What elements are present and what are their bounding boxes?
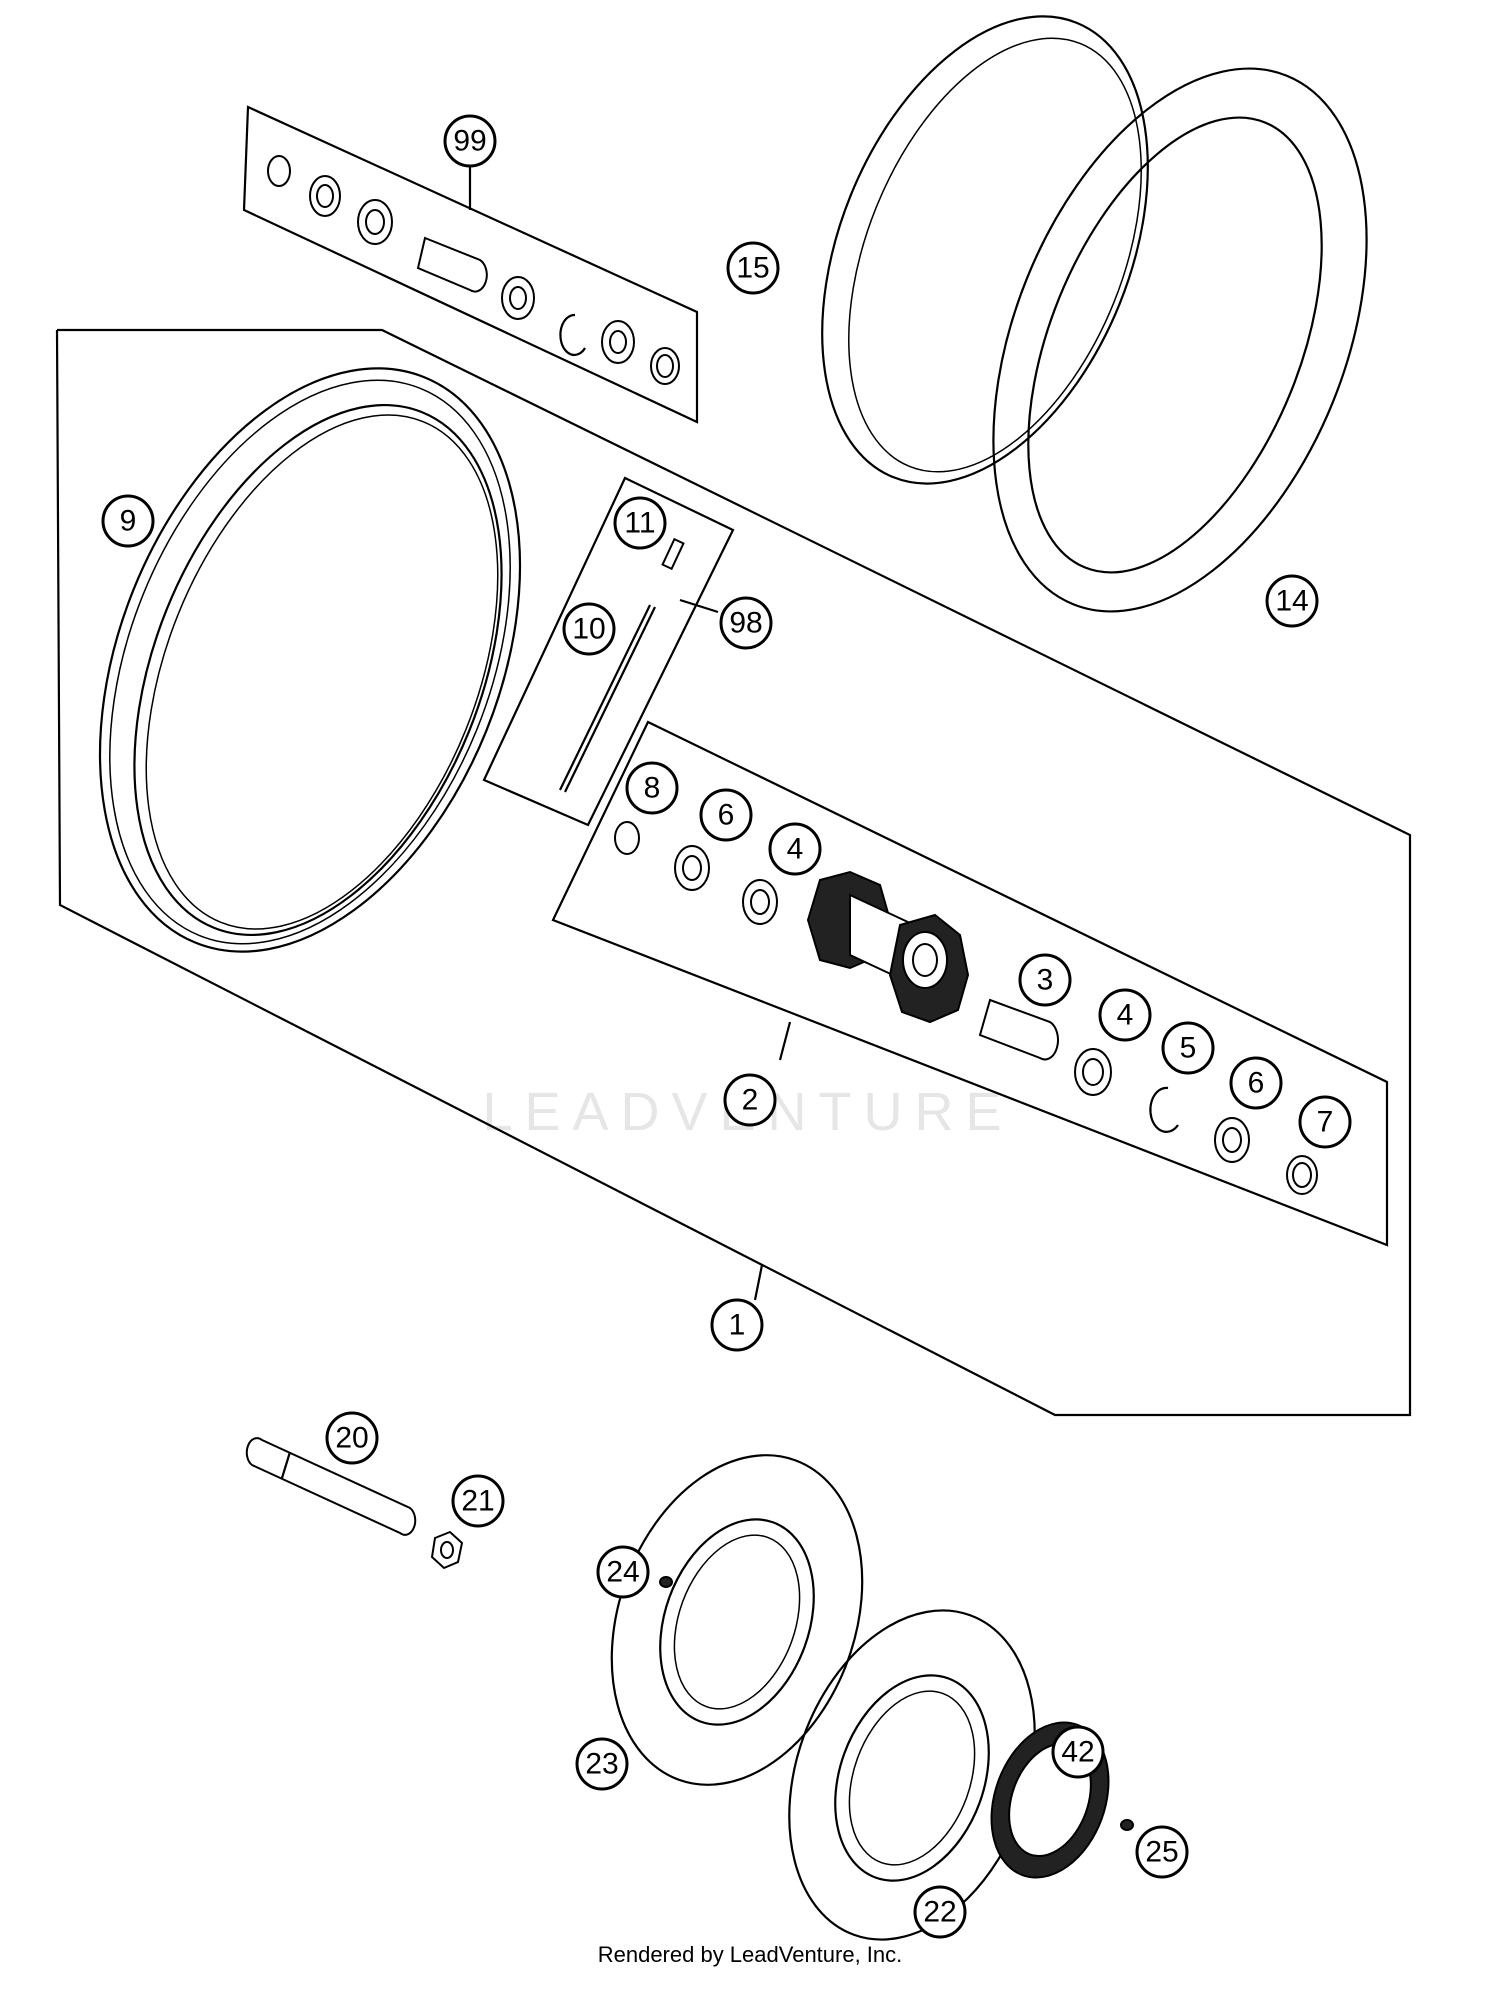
svg-text:2: 2 [742, 1084, 759, 1117]
spoke-kit-98-panel [482, 476, 735, 827]
callout-20: 20 [325, 1411, 379, 1465]
svg-text:99: 99 [453, 125, 486, 158]
callout-25: 25 [1135, 1825, 1189, 1879]
svg-text:10: 10 [572, 613, 605, 646]
callout-99: 99 [443, 114, 497, 168]
footer-credit: Rendered by LeadVenture, Inc. [597, 1942, 903, 1967]
svg-text:98: 98 [729, 607, 762, 640]
callout-22: 22 [913, 1885, 967, 1939]
svg-text:20: 20 [335, 1422, 368, 1455]
svg-text:24: 24 [606, 1556, 639, 1589]
callout-21: 21 [451, 1474, 505, 1528]
svg-text:6: 6 [718, 799, 735, 832]
callout-15: 15 [726, 241, 780, 295]
callout-4-right: 4 [1098, 988, 1152, 1042]
svg-text:21: 21 [461, 1485, 494, 1518]
callout-98: 98 [719, 596, 773, 650]
nut-21 [430, 1530, 464, 1570]
tire-assembly [821, 15, 1368, 613]
svg-text:5: 5 [1180, 1032, 1197, 1065]
callout-3: 3 [1018, 953, 1072, 1007]
svg-text:11: 11 [624, 507, 655, 540]
screw-24 [659, 1576, 673, 1588]
rim-9 [98, 367, 522, 953]
callout-8: 8 [625, 761, 679, 815]
svg-text:14: 14 [1275, 585, 1308, 618]
callout-10: 10 [562, 602, 616, 656]
svg-text:15: 15 [736, 252, 769, 285]
callout-14: 14 [1265, 574, 1319, 628]
callout-11: 11 [613, 496, 667, 550]
svg-text:7: 7 [1317, 1106, 1334, 1139]
svg-text:8: 8 [644, 772, 661, 805]
callout-42: 42 [1051, 1725, 1105, 1779]
callout-24: 24 [596, 1545, 650, 1599]
callout-9: 9 [101, 494, 155, 548]
callout-1: 1 [710, 1298, 764, 1352]
callout-23: 23 [575, 1737, 629, 1791]
wheel-assembly-outline [55, 328, 1412, 1417]
callout-6-right: 6 [1229, 1056, 1283, 1110]
svg-text:6: 6 [1248, 1067, 1265, 1100]
svg-text:23: 23 [585, 1748, 618, 1781]
axle-20 [245, 1437, 417, 1536]
callout-7: 7 [1298, 1095, 1352, 1149]
svg-text:1: 1 [729, 1309, 746, 1342]
kit-99-panel [242, 105, 699, 424]
svg-text:4: 4 [1117, 999, 1134, 1032]
screw-25 [1120, 1819, 1134, 1831]
svg-text:4: 4 [787, 833, 804, 866]
callout-2: 2 [723, 1073, 777, 1127]
callout-6-left: 6 [699, 788, 753, 842]
callout-5: 5 [1161, 1021, 1215, 1075]
svg-text:9: 9 [120, 505, 137, 538]
svg-text:25: 25 [1145, 1836, 1178, 1869]
svg-text:3: 3 [1037, 964, 1054, 997]
svg-text:22: 22 [923, 1896, 956, 1929]
callout-4-left: 4 [768, 822, 822, 876]
svg-text:42: 42 [1061, 1736, 1094, 1769]
hub-parts-panel [551, 720, 1389, 1247]
